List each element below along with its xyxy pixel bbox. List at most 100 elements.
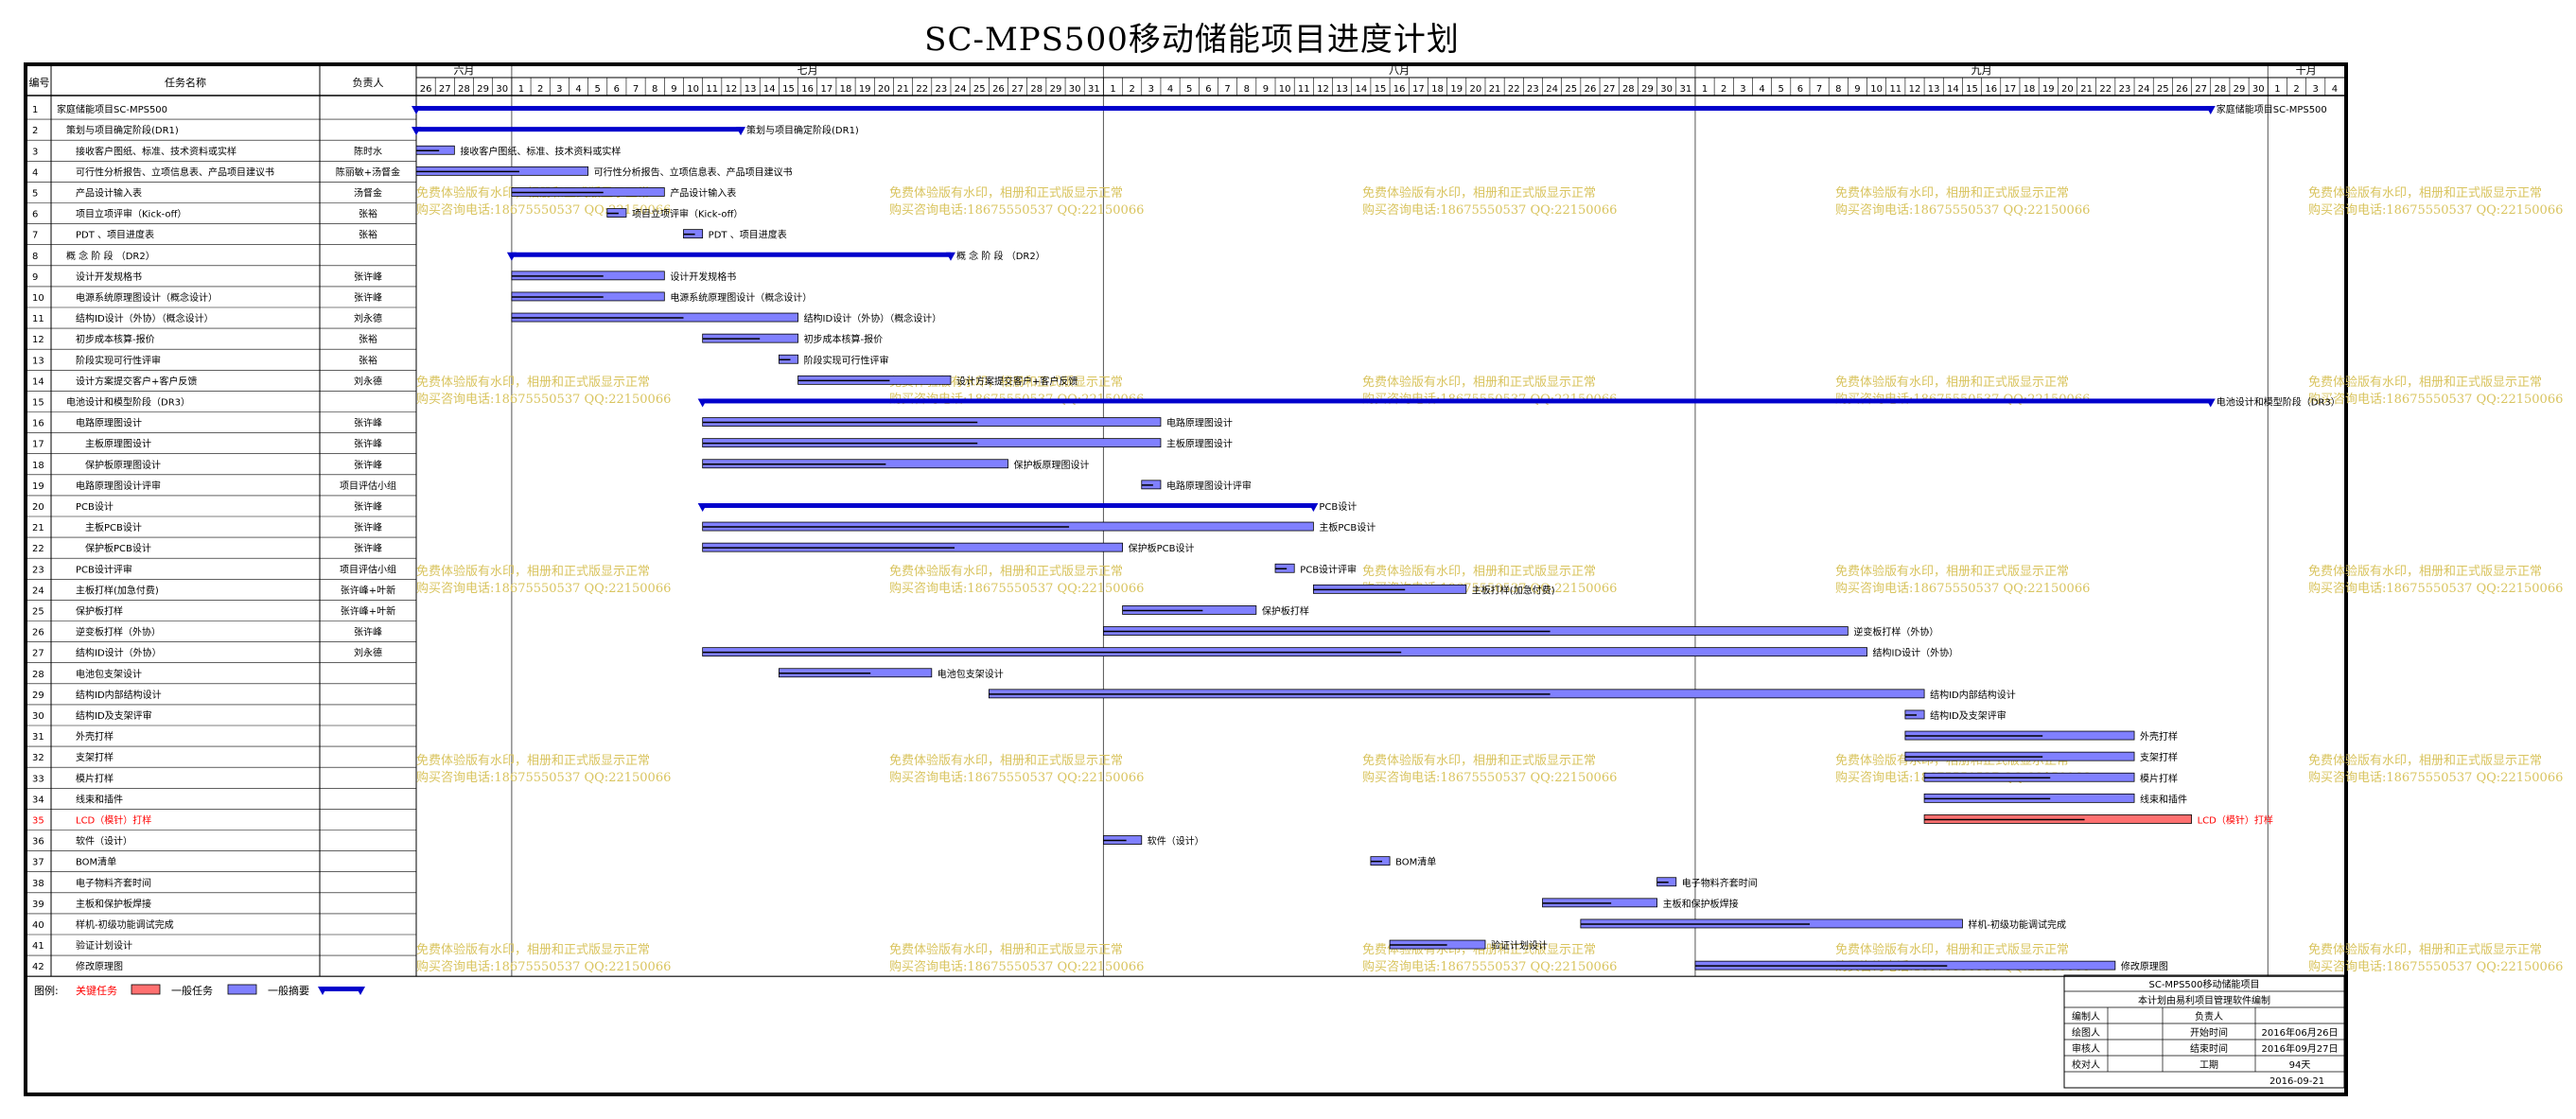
task-bar-label: 主板打样(加急付费) — [1472, 584, 1555, 596]
task-bar-label: 软件（设计） — [1148, 835, 1204, 848]
task-bar-label: 外壳打样 — [2140, 730, 2178, 743]
summary-end-marker — [2205, 106, 2216, 115]
task-bar-label: 概 念 阶 段 （DR2） — [956, 250, 1045, 262]
day-tick-label: 13 — [1336, 84, 1348, 95]
task-name: 电路原理图设计评审 — [76, 480, 161, 492]
day-tick-label: 21 — [897, 84, 909, 95]
task-owner: 汤督金 — [354, 186, 382, 199]
task-name: 保护板PCB设计 — [85, 542, 151, 554]
day-tick-label: 7 — [633, 84, 639, 95]
day-tick-label: 26 — [992, 84, 1005, 95]
task-id: 38 — [32, 879, 44, 889]
task-owner: 张许峰 — [354, 627, 382, 638]
task-name: 主板和保护板焊接 — [76, 898, 151, 910]
day-tick-label: 3 — [556, 84, 562, 95]
day-tick-label: 27 — [439, 84, 451, 95]
task-name: BOM清单 — [76, 856, 116, 868]
day-tick-label: 31 — [1679, 84, 1691, 95]
watermark-text: 购买咨询电话:18675550537 QQ:22150066 — [1362, 202, 1617, 218]
task-name: 阶段实现可行性评审 — [76, 354, 161, 366]
legend-summary-label: 一般摘要 — [268, 984, 309, 997]
task-id: 39 — [32, 900, 44, 910]
watermark-text: 免费体验版有水印，相册和正式版显示正常 — [2308, 942, 2542, 957]
watermark-text: 购买咨询电话:18675550537 QQ:22150066 — [416, 581, 671, 596]
day-tick-label: 8 — [652, 84, 657, 95]
day-tick-label: 22 — [2099, 84, 2112, 95]
day-tick-label: 11 — [1889, 84, 1901, 95]
day-tick-label: 30 — [2252, 84, 2265, 95]
task-id: 29 — [32, 691, 44, 701]
summary-bar — [511, 252, 951, 257]
day-tick-label: 28 — [1030, 84, 1043, 95]
day-tick-label: 10 — [687, 84, 699, 95]
task-bar-label: 设计开发规格书 — [670, 271, 736, 283]
task-bar-label: 接收客户图纸、标准、技术资料或实样 — [460, 145, 621, 157]
watermark-text: 购买咨询电话:18675550537 QQ:22150066 — [1362, 959, 1617, 974]
day-tick-label: 5 — [595, 84, 601, 95]
watermark-text: 购买咨询电话:18675550537 QQ:22150066 — [416, 392, 671, 407]
task-owner: 张许峰 — [354, 522, 382, 533]
task-id: 25 — [32, 606, 44, 617]
task-bar-label: 结构ID及支架评审 — [1930, 709, 2006, 722]
info-project: SC-MPS500移动储能项目 — [2148, 978, 2259, 990]
watermark-text: 购买咨询电话:18675550537 QQ:22150066 — [1835, 202, 2090, 218]
day-tick-label: 16 — [1985, 84, 1997, 95]
grid-layer — [511, 66, 2269, 977]
day-tick-label: 25 — [973, 84, 986, 95]
summary-start-marker — [697, 398, 708, 408]
task-name: 设计方案提交客户+客户反馈 — [76, 375, 197, 387]
task-bar-label: 初步成本核算-报价 — [804, 333, 884, 345]
summary-start-marker — [412, 127, 421, 136]
day-tick-label: 9 — [671, 84, 676, 95]
task-bar-label: 设计方案提交客户+客户反馈 — [956, 375, 1078, 387]
task-name: 样机-初级功能调试完成 — [76, 918, 174, 931]
task-bar-label: 验证计划设计 — [1491, 939, 1548, 952]
summary-bar — [702, 502, 1314, 508]
task-bar-label: 样机-初级功能调试完成 — [1968, 918, 2066, 931]
day-tick-label: 18 — [840, 84, 852, 95]
day-tick-label: 24 — [1546, 84, 1558, 95]
task-id: 37 — [32, 858, 44, 868]
task-owner: 陈时水 — [354, 145, 382, 157]
task-name: 保护板打样 — [76, 604, 123, 617]
task-id: 10 — [32, 293, 44, 304]
day-tick-label: 28 — [1622, 84, 1635, 95]
watermark-text: 免费体验版有水印，相册和正式版显示正常 — [1362, 564, 1596, 579]
task-bar-label: 线束和插件 — [2140, 793, 2187, 805]
legend-summary-marker — [318, 987, 327, 995]
month-label: 九月 — [1971, 64, 1992, 77]
day-tick-label: 22 — [916, 84, 928, 95]
task-name: 设计开发规格书 — [76, 271, 142, 283]
task-name: 主板原理图设计 — [85, 438, 151, 450]
day-tick-label: 3 — [1148, 84, 1154, 95]
task-owner: 张许峰+叶新 — [341, 604, 395, 617]
day-tick-label: 4 — [1759, 84, 1764, 95]
day-tick-label: 4 — [1167, 84, 1173, 95]
day-tick-label: 12 — [1317, 84, 1329, 95]
task-owner: 张裕 — [359, 208, 377, 220]
info-cell: 审核人 — [2072, 1042, 2100, 1055]
task-name: 支架打样 — [76, 751, 114, 763]
day-tick-label: 26 — [420, 84, 432, 95]
task-owner: 张许峰 — [354, 460, 382, 471]
day-tick-label: 4 — [2332, 84, 2338, 95]
watermark-text: 免费体验版有水印，相册和正式版显示正常 — [889, 753, 1123, 768]
day-tick-label: 13 — [1928, 84, 1940, 95]
task-bar-label: 主板和保护板焊接 — [1663, 898, 1739, 910]
task-bar-label: 支架打样 — [2140, 751, 2178, 763]
task-owner: 张许峰 — [354, 418, 382, 429]
day-tick-label: 22 — [1508, 84, 1520, 95]
watermark-text: 购买咨询电话:18675550537 QQ:22150066 — [889, 581, 1144, 596]
day-tick-label: 16 — [1393, 84, 1406, 95]
day-tick-label: 15 — [1375, 84, 1387, 95]
task-name: 电路原理图设计 — [76, 417, 142, 429]
task-id: 32 — [32, 753, 44, 763]
task-bar-label: 结构ID设计（外协） — [1873, 647, 1959, 659]
watermark-text: 购买咨询电话:18675550537 QQ:22150066 — [416, 959, 671, 974]
task-name: PCB设计 — [76, 500, 114, 513]
day-tick-label: 24 — [2138, 84, 2150, 95]
task-bar-label: 可行性分析报告、立项信息表、产品项目建议书 — [594, 166, 793, 178]
info-cell: 负责人 — [2195, 1010, 2223, 1023]
task-owner: 刘永德 — [354, 375, 382, 387]
